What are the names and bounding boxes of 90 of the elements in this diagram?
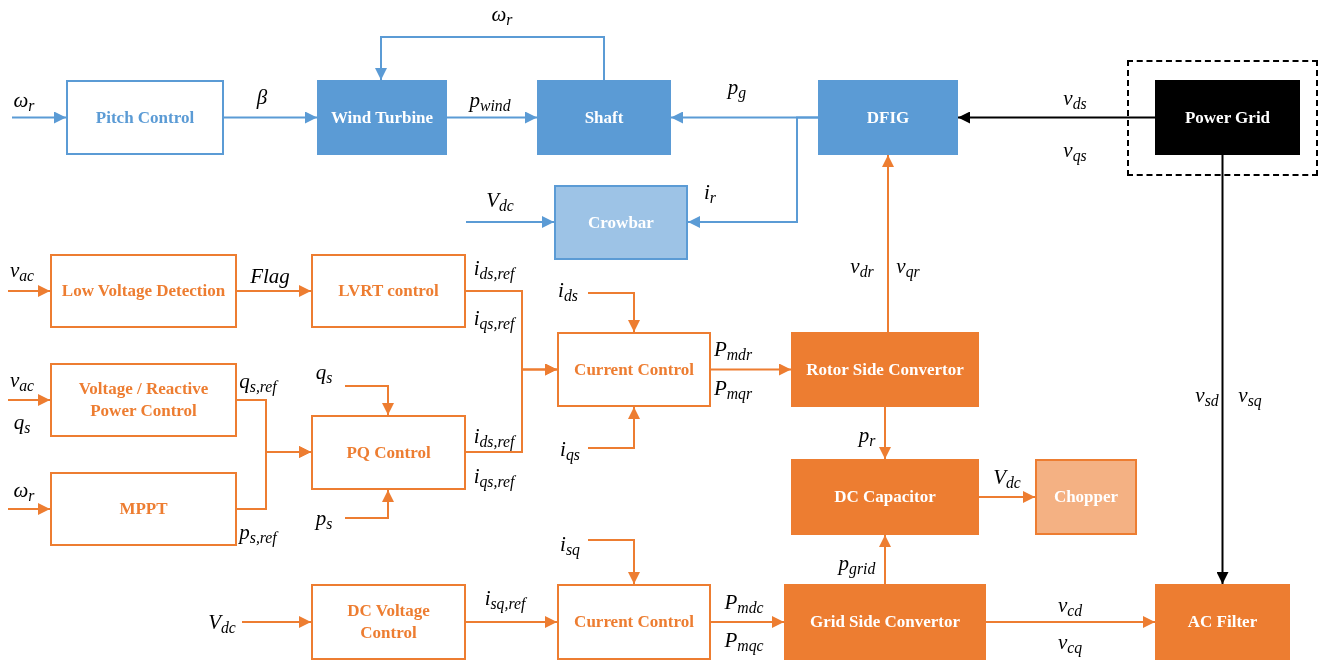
arrow	[710, 616, 785, 628]
arrow	[223, 111, 318, 124]
edge-label: V$_{dc}$	[208, 611, 236, 633]
arrow	[7, 503, 51, 515]
edge-label: v$_{cd}$	[1057, 594, 1083, 616]
edge-label: ω$_{r}$	[491, 3, 513, 25]
block-label: Low Voltage Detection	[61, 280, 226, 302]
edge-label: i$_{ds}$	[558, 279, 578, 301]
edge-label: q$_{s}$	[315, 361, 333, 383]
arrow	[375, 36, 605, 81]
arrow	[879, 534, 891, 585]
edge-label: v$_{ac}$	[9, 369, 35, 391]
block-label: Crowbar	[588, 211, 654, 234]
arrow	[985, 616, 1156, 628]
process-block	[818, 80, 958, 155]
edge-label: p$_{r}$	[858, 424, 876, 446]
arrow	[882, 154, 894, 333]
process-block	[50, 472, 237, 546]
process-block	[1155, 584, 1290, 660]
arrow	[7, 285, 51, 297]
block-label: Wind Turbine	[330, 106, 434, 129]
process-block	[50, 363, 237, 437]
arrow	[879, 406, 891, 460]
process-block	[557, 332, 711, 407]
arrow	[710, 363, 792, 376]
block-label: Grid Side Convertor	[809, 611, 961, 633]
arrow	[236, 285, 312, 297]
process-block	[311, 584, 466, 660]
arrow	[465, 616, 558, 628]
edge-label: v$_{ac}$	[9, 259, 35, 281]
process-block	[311, 415, 466, 490]
edge-label: P$_{mdc}$	[724, 591, 764, 613]
process-block	[554, 185, 688, 260]
process-block	[784, 584, 986, 660]
process-block	[1155, 80, 1300, 155]
process-block	[557, 584, 711, 660]
arrow	[957, 111, 1156, 124]
block-label: Voltage / Reactive Power Control	[77, 378, 210, 422]
edge-label: V$_{dc}$	[993, 466, 1021, 488]
block-label: AC Filter	[1187, 611, 1258, 633]
block-label: Current Control	[574, 358, 694, 381]
process-block	[66, 80, 224, 155]
edge-label: v$_{sd}$	[1195, 384, 1219, 406]
arrow	[7, 394, 51, 406]
arrow	[236, 446, 312, 510]
block-label: Shaft	[584, 106, 624, 129]
block-label: DC Capacitor	[834, 486, 936, 508]
process-block	[50, 254, 237, 328]
arrow	[1216, 154, 1229, 585]
process-block	[317, 80, 447, 155]
edge-label: ω$_{r}$	[13, 89, 35, 111]
arrow	[344, 489, 394, 519]
process-block	[311, 254, 466, 328]
arrow	[446, 111, 538, 124]
arrow	[11, 111, 67, 124]
dashed-boundary-box	[1127, 60, 1318, 176]
edge-label: V$_{dc}$	[486, 189, 514, 211]
edge-label: p$_{wind}$	[469, 89, 511, 111]
process-block	[1035, 459, 1137, 535]
signal-label: q$_{s}$	[13, 411, 31, 433]
block-label: Current Control	[574, 611, 694, 633]
arrow	[344, 385, 394, 416]
arrow	[587, 292, 640, 333]
block-label: PQ Control	[346, 441, 431, 464]
arrow	[978, 491, 1036, 503]
block-label: Chopper	[1053, 486, 1119, 508]
arrow	[687, 116, 819, 228]
process-block	[537, 80, 671, 155]
block-label: Rotor Side Convertor	[806, 358, 964, 381]
block-label: Pitch Control	[95, 106, 195, 129]
arrow	[587, 406, 640, 449]
block-label: MPPT	[119, 498, 168, 520]
block-label: Power Grid	[1184, 106, 1271, 129]
arrow	[465, 216, 555, 228]
arrow	[465, 363, 558, 453]
edge-label: i$_{r}$	[704, 181, 716, 203]
edge-label: p$_{s}$	[315, 507, 333, 529]
block-label: LVRT control	[338, 280, 439, 302]
edge-label: β	[256, 86, 268, 108]
edge-label: ω$_{r}$	[13, 479, 35, 501]
edge-label: v$_{ds}$	[1063, 87, 1087, 109]
block-label: DFIG	[866, 106, 910, 129]
edge-label: P$_{mdr}$	[713, 338, 753, 360]
arrow	[241, 616, 312, 628]
edge-label: Flag	[250, 265, 290, 287]
edge-label: v$_{dr}$	[850, 255, 874, 277]
process-block	[791, 459, 979, 535]
arrow	[587, 539, 640, 585]
block-label: DC Voltage Control	[346, 600, 431, 644]
process-block	[791, 332, 979, 407]
